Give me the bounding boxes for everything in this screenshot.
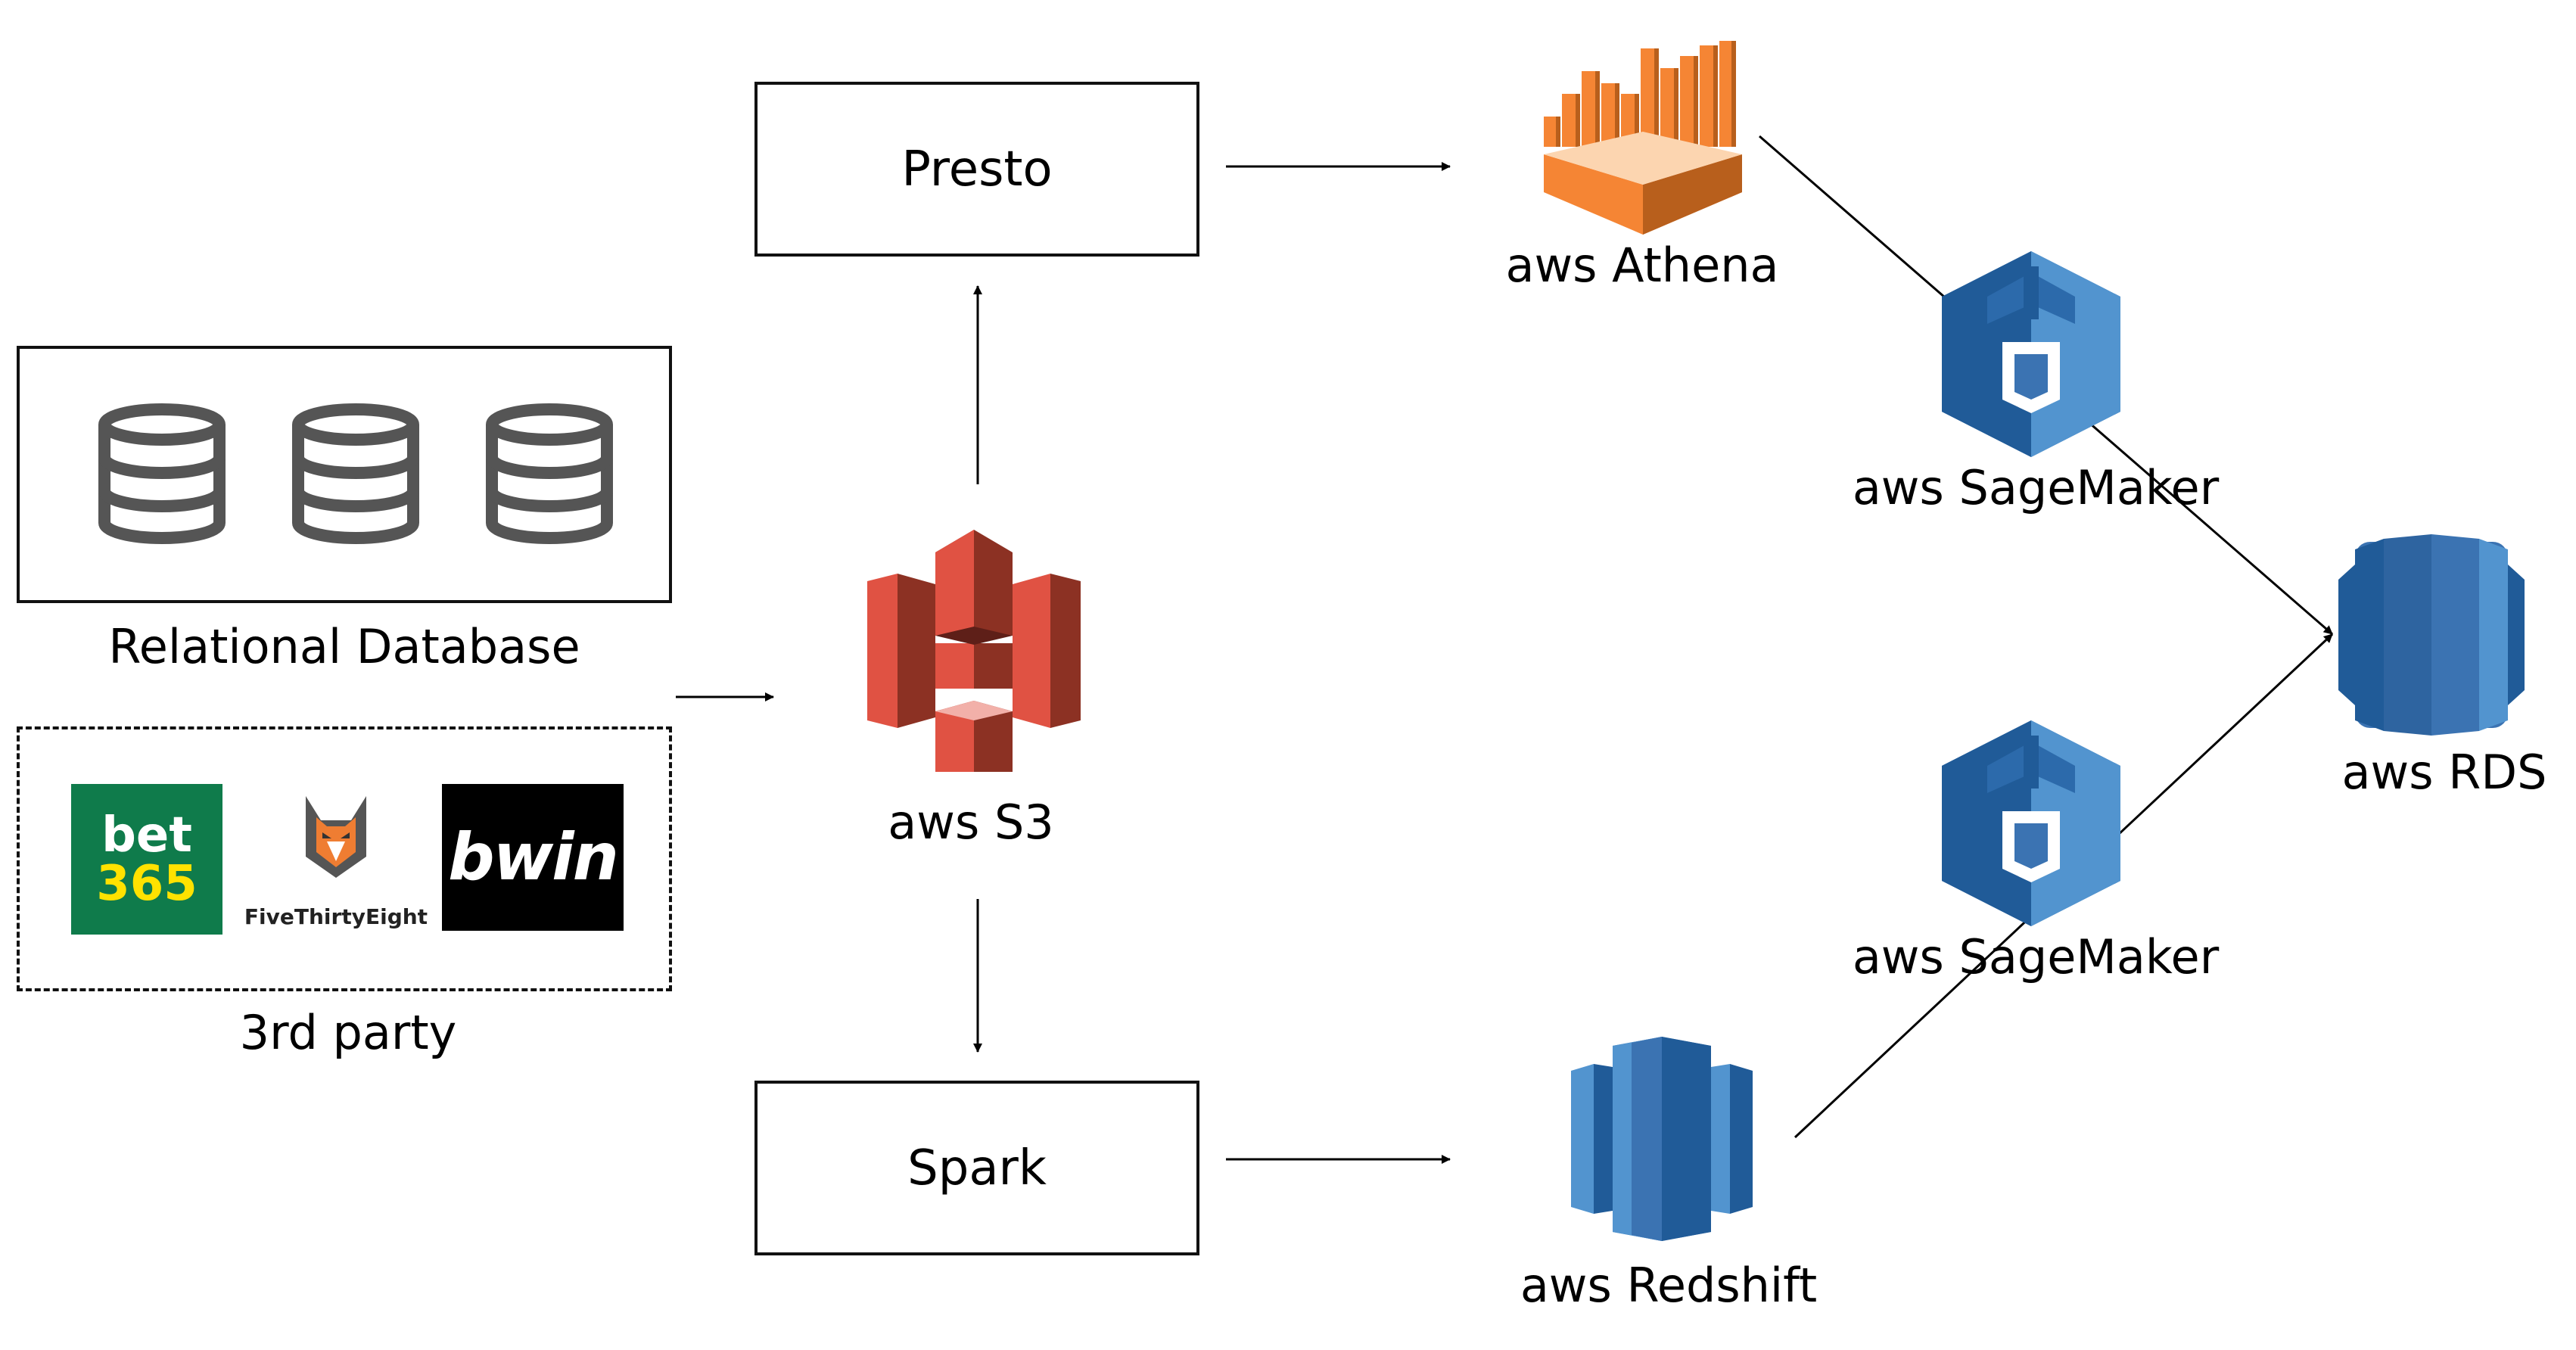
aws-sagemaker-label-top: aws SageMaker xyxy=(1852,460,2220,515)
database-icon xyxy=(292,403,419,544)
spark-box: Spark xyxy=(754,1081,1199,1255)
aws-s3-icon xyxy=(867,530,1081,772)
aws-redshift-icon xyxy=(1571,1037,1753,1241)
bwin-wordmark: bwin xyxy=(448,820,619,895)
presto-label: Presto xyxy=(901,141,1053,198)
aws-rds-label: aws RDS xyxy=(2341,745,2547,800)
third-party-box xyxy=(17,726,672,991)
fox-icon xyxy=(306,796,366,878)
aws-s3-label: aws S3 xyxy=(888,795,1054,850)
aws-athena-icon xyxy=(1544,41,1742,235)
database-icon xyxy=(98,403,226,544)
spark-label: Spark xyxy=(907,1140,1047,1196)
relational-database-label: Relational Database xyxy=(108,619,580,674)
bet365-logo-line1: bet xyxy=(101,807,192,863)
aws-redshift-label: aws Redshift xyxy=(1520,1258,1818,1313)
bet365-logo-line2: 365 xyxy=(96,855,198,912)
aws-athena-label: aws Athena xyxy=(1505,238,1779,293)
aws-sagemaker-icon xyxy=(1942,251,2120,457)
aws-rds-icon xyxy=(2338,534,2525,736)
third-party-label: 3rd party xyxy=(239,1005,457,1060)
aws-sagemaker-label-bottom: aws SageMaker xyxy=(1852,929,2220,985)
bet365-logo: bet 365 xyxy=(71,784,222,935)
database-icon xyxy=(486,403,613,544)
bwin-logo: bwin xyxy=(442,784,624,931)
relational-database-box xyxy=(17,346,672,603)
fivethirtyeight-wordmark: FiveThirtyEight xyxy=(244,904,428,929)
presto-box: Presto xyxy=(754,82,1199,257)
aws-sagemaker-icon xyxy=(1942,720,2120,926)
fivethirtyeight-logo: FiveThirtyEight xyxy=(232,787,440,931)
